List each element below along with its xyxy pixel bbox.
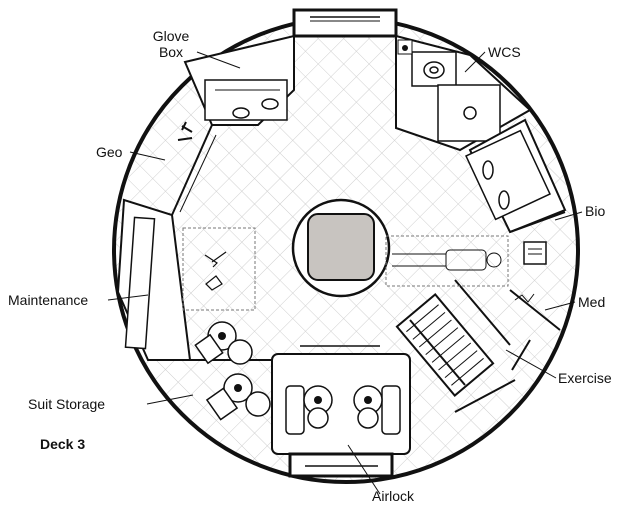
central-column [291, 198, 391, 298]
label-exercise: Exercise [558, 370, 612, 386]
deck-title: Deck 3 [40, 436, 86, 452]
label-airlock: Airlock [372, 488, 415, 504]
suit-storage-area [190, 321, 272, 421]
label-glove-box-line2: Box [158, 44, 184, 60]
med-module [509, 211, 566, 331]
exercise-treadmill [395, 279, 531, 413]
label-geo: Geo [96, 144, 123, 160]
label-glove-box-line1: Glove [152, 28, 190, 44]
airlock-module [271, 345, 411, 478]
bio-module [465, 118, 567, 234]
label-suit-storage: Suit Storage [28, 396, 106, 412]
label-glove-box: Glove Box [146, 28, 196, 60]
label-med: Med [578, 294, 606, 310]
geo-area [171, 121, 258, 216]
maintenance-area [116, 198, 256, 361]
wcs-module [395, 34, 532, 152]
sleep-pad [385, 235, 509, 287]
label-bio: Bio [585, 203, 606, 219]
label-wcs: WCS [488, 44, 521, 60]
leader-lines [107, 51, 583, 495]
top-hatch [292, 8, 398, 38]
glove-box-module [183, 34, 295, 126]
label-maintenance: Maintenance [8, 292, 89, 308]
